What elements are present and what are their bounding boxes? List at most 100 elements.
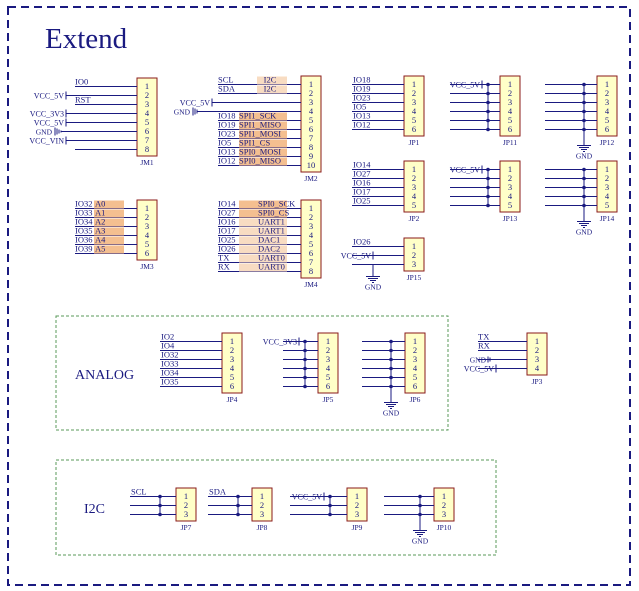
pin-number: 4 (605, 106, 610, 116)
junction-dot (418, 512, 422, 517)
pin-number: 1 (413, 336, 417, 346)
net-label: SCL (131, 487, 147, 497)
power-label: VCC_5V (341, 252, 371, 261)
ref-jm4: JM4 (304, 280, 318, 289)
pin-number: 4 (412, 106, 417, 116)
junction-dot (582, 185, 586, 190)
header-jp3 (526, 332, 548, 376)
pin-number: 9 (309, 151, 313, 161)
net-label: IO16 (353, 178, 370, 188)
net-highlight (94, 236, 124, 245)
power-label: VCC_5V (34, 119, 64, 128)
net-label-function: A2 (95, 217, 105, 227)
net-label-function: A3 (95, 226, 105, 236)
pin-number: 6 (230, 381, 234, 391)
net-label: IO0 (75, 77, 88, 87)
net-label: IO13 (218, 147, 235, 157)
net-highlight (239, 200, 287, 209)
net-highlight (239, 218, 287, 227)
junction-dot (303, 339, 307, 344)
junction-dot (158, 503, 162, 508)
net-highlight (94, 200, 124, 209)
pin-number: 4 (605, 191, 610, 201)
net-label: IO18 (218, 111, 235, 121)
i2c-group-label: I2C (84, 502, 105, 517)
power-label: VCC_5V (34, 92, 64, 101)
pin-number: 1 (535, 336, 539, 346)
ref-jp7: JP7 (181, 523, 192, 532)
net-label-function: I2C (264, 75, 277, 85)
net-label: IO34 (161, 368, 179, 378)
net-label: IO34 (75, 217, 93, 227)
junction-dot (158, 494, 162, 499)
pin-number: 10 (307, 160, 316, 170)
net-label: IO17 (218, 226, 235, 236)
pin-number: 6 (413, 381, 417, 391)
net-label-function: I2C (264, 84, 277, 94)
power-label: VCC_3V3 (30, 110, 64, 119)
pin-number: 7 (309, 257, 313, 267)
analog-group-label: ANALOG (75, 368, 134, 383)
pin-number: 1 (309, 203, 313, 213)
junction-dot (582, 127, 586, 132)
gnd-label: GND (365, 283, 382, 292)
junction-dot (389, 384, 393, 389)
pin-number: 5 (508, 115, 512, 125)
pin-number: 4 (145, 108, 150, 118)
header-jp1 (403, 75, 425, 137)
header-jp5 (317, 332, 339, 394)
net-highlight (94, 245, 124, 254)
junction-dot (582, 82, 586, 87)
pin-number: 2 (355, 500, 359, 510)
net-label-function: A0 (95, 199, 105, 209)
gnd-label: GND (412, 537, 429, 546)
pin-number: 1 (355, 491, 359, 501)
ref-jp3: JP3 (532, 377, 543, 386)
net-label: SDA (209, 487, 227, 497)
junction-dot (303, 375, 307, 380)
header-jm2 (300, 75, 322, 173)
net-highlight (239, 157, 287, 166)
pin-number: 3 (184, 509, 188, 519)
pin-number: 7 (309, 133, 313, 143)
pin-number: 1 (442, 491, 446, 501)
junction-dot (389, 375, 393, 380)
ref-jp2: JP2 (409, 214, 420, 223)
net-label: RST (75, 95, 91, 105)
pin-number: 1 (508, 79, 512, 89)
net-label-function: DAC2 (258, 244, 280, 254)
header-jp13 (499, 160, 521, 213)
pin-number: 5 (605, 115, 609, 125)
net-label: IO12 (218, 156, 235, 166)
junction-dot (389, 348, 393, 353)
pin-number: 3 (413, 354, 417, 364)
pin-number: 2 (309, 212, 313, 222)
net-label: IO35 (75, 226, 92, 236)
pin-number: 1 (260, 491, 264, 501)
header-jp7 (175, 487, 197, 522)
net-label-function: A4 (95, 235, 106, 245)
junction-dot (158, 512, 162, 517)
pin-number: 3 (535, 354, 539, 364)
net-label: IO4 (161, 341, 175, 351)
pin-number: 3 (145, 221, 149, 231)
pin-number: 4 (309, 106, 314, 116)
pin-number: 3 (412, 182, 416, 192)
pin-number: 3 (605, 97, 609, 107)
pin-number: 1 (309, 79, 313, 89)
pin-number: 6 (145, 248, 149, 258)
net-label-function: SPI1_MISO (239, 120, 281, 130)
junction-dot (236, 503, 240, 508)
pin-number: 6 (605, 124, 609, 134)
net-label-function: SPI1_MOSI (239, 129, 281, 139)
pin-number: 4 (413, 363, 418, 373)
net-label: TX (478, 332, 489, 342)
header-jp12 (596, 75, 618, 137)
pin-number: 4 (412, 191, 417, 201)
net-highlight (239, 121, 287, 130)
pin-number: 4 (535, 363, 540, 373)
pin-number: 1 (605, 164, 609, 174)
pin-number: 2 (605, 173, 609, 183)
net-highlight (239, 245, 287, 254)
